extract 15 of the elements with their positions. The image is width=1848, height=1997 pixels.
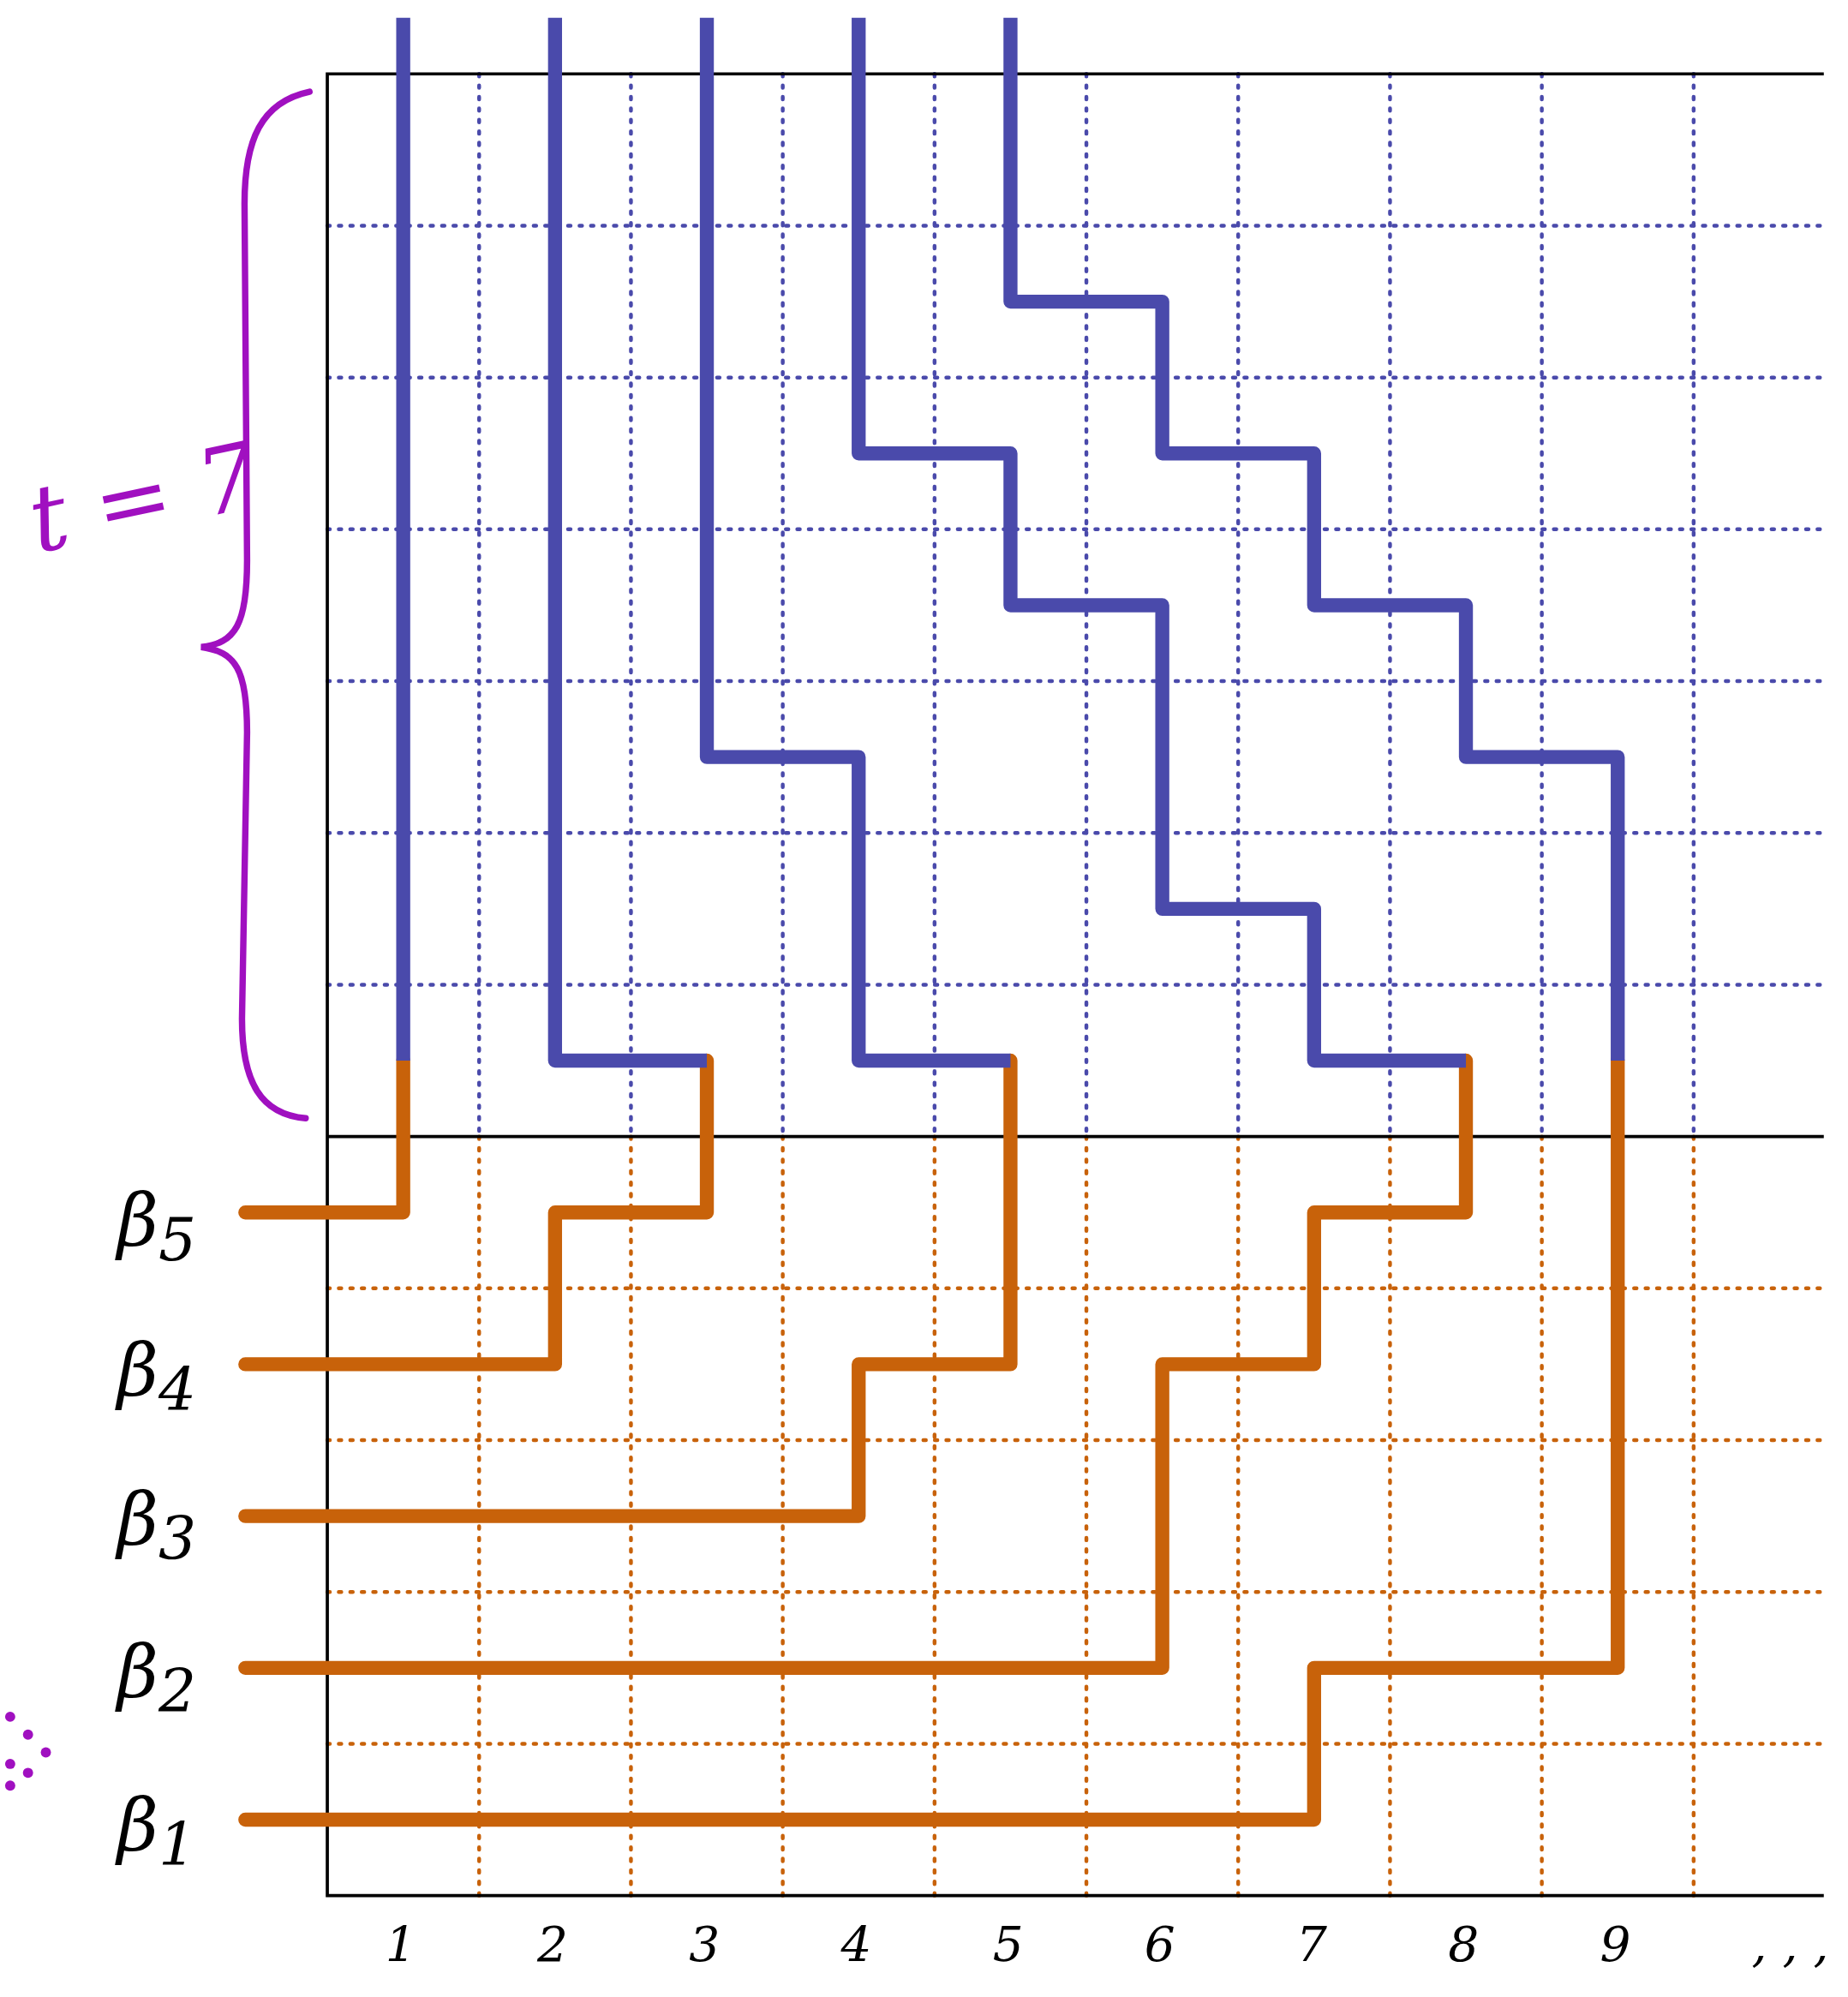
- column-number: 8: [1448, 1920, 1480, 1970]
- column-number: 2: [537, 1920, 568, 1970]
- row-label: β$_{2}$: [117, 1636, 196, 1722]
- column-number: 1: [385, 1920, 416, 1970]
- column-number: 3: [689, 1920, 721, 1970]
- column-number: 7: [1296, 1920, 1327, 1970]
- column-number: 4: [840, 1920, 872, 1970]
- column-number: 5: [992, 1920, 1024, 1970]
- column-number: 6: [1144, 1920, 1175, 1970]
- row-label: β$_{1}$: [117, 1789, 196, 1874]
- row-label: β$_{3}$: [117, 1483, 196, 1569]
- column-number: 9: [1600, 1920, 1631, 1970]
- row-label: β$_{4}$: [117, 1334, 196, 1420]
- ellipsis-label: , , ,: [1751, 1920, 1829, 1970]
- row-label: β$_{5}$: [117, 1184, 196, 1270]
